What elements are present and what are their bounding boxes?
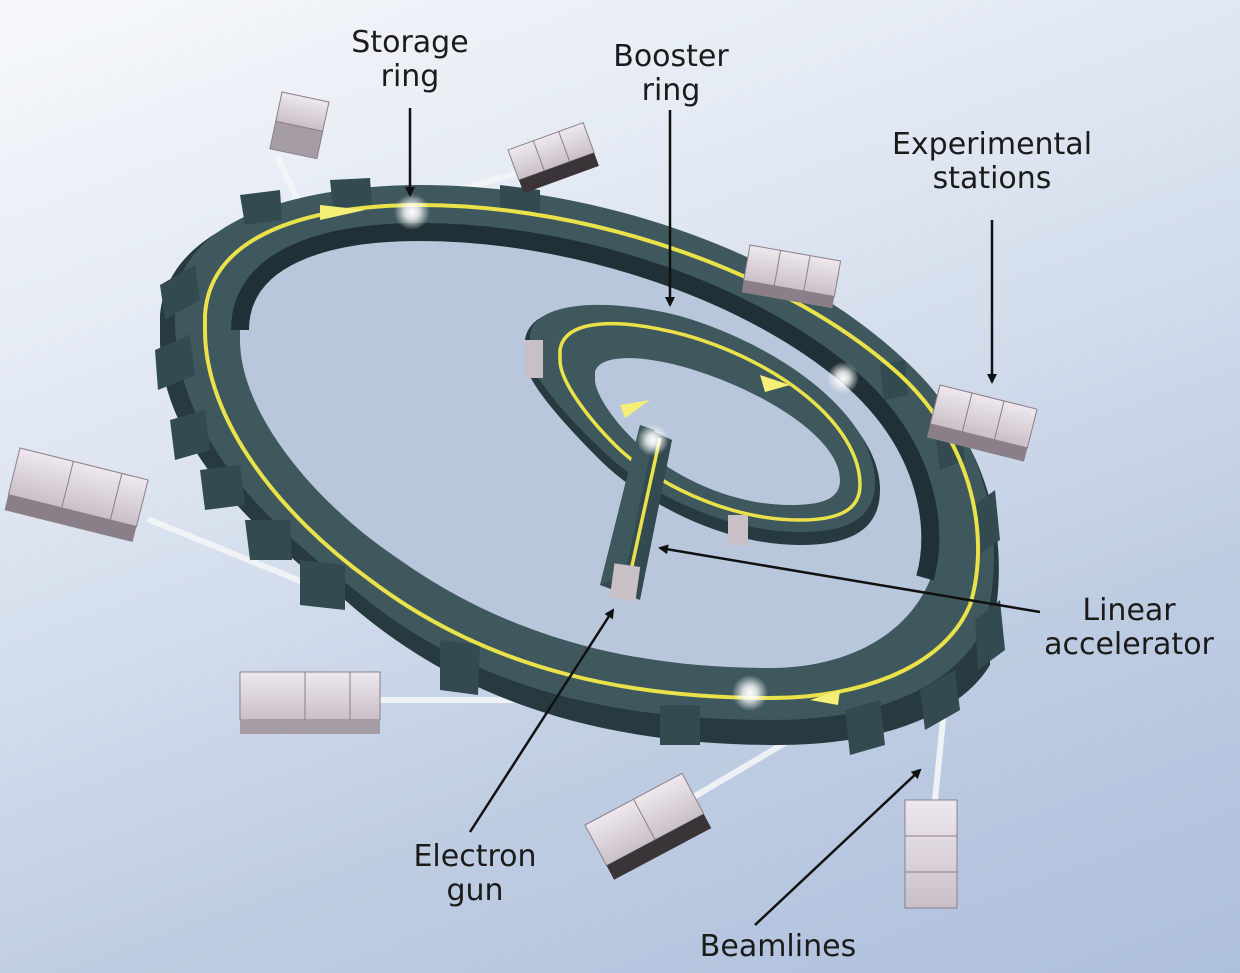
electron-gun-block (609, 563, 641, 602)
station-box (584, 772, 712, 880)
experimental-stations (4, 91, 1038, 909)
station-box (926, 384, 1038, 462)
storage-ring-label-line2: ring (380, 59, 440, 94)
experimental-stations-label: Experimental stations (882, 128, 1102, 196)
beamline-ray (677, 737, 793, 808)
callout-arrows (405, 108, 1041, 926)
storage-ring (155, 178, 1005, 755)
beam-glow (394, 194, 430, 230)
station-box (741, 244, 842, 309)
beam-glow (827, 362, 859, 394)
linac-top (600, 425, 655, 585)
beam-glow (637, 424, 669, 456)
station-box (239, 671, 381, 734)
beamline-ray (275, 155, 303, 208)
linear-accelerator-label-line2: accelerator (1044, 627, 1214, 662)
booster-endcap (728, 515, 748, 545)
beam-glow (732, 675, 768, 711)
linear-accelerator (600, 425, 672, 602)
beamlines-label-text: Beamlines (699, 929, 857, 964)
electron-gun-label: Electron gun (400, 840, 550, 908)
ring-segments (155, 178, 1005, 755)
electron-gun-label-line2: gun (446, 873, 504, 908)
direction-chevron (320, 205, 365, 220)
experimental-stations-label-line1: Experimental (891, 127, 1093, 162)
electron-gun-arrow (468, 608, 615, 833)
experimental-stations-label-line2: stations (932, 161, 1052, 196)
beamlines-label: Beamlines (688, 930, 868, 964)
direction-chevron (620, 400, 650, 418)
storage-ring-inner-wall (231, 222, 940, 581)
booster-ring-label-line1: Booster (613, 39, 729, 74)
beam-glows (394, 194, 859, 711)
booster-ring (525, 304, 880, 545)
station-box (269, 91, 330, 160)
linear-accelerator-label: Linear accelerator (1034, 594, 1224, 662)
beam-direction-arrows (320, 205, 840, 705)
booster-ring-label: Booster ring (598, 40, 744, 108)
station-box (4, 447, 149, 543)
booster-endcap (525, 340, 543, 378)
linear-accelerator-label-line1: Linear (1082, 593, 1176, 628)
direction-chevron (760, 375, 790, 392)
linac-beam-path (628, 437, 662, 576)
storage-ring-label-line1: Storage (351, 25, 469, 60)
beamlines-arrow (754, 768, 922, 926)
linear-accelerator-arrow (658, 544, 1041, 614)
booster-ring-label-line2: ring (641, 73, 701, 108)
electron-gun-label-line1: Electron (413, 839, 537, 874)
storage-ring-label: Storage ring (340, 26, 480, 94)
booster-ring-inner (595, 358, 840, 505)
direction-chevron (810, 690, 840, 705)
booster-beam-path (558, 322, 862, 522)
station-box (507, 121, 599, 194)
station-box (904, 799, 958, 909)
